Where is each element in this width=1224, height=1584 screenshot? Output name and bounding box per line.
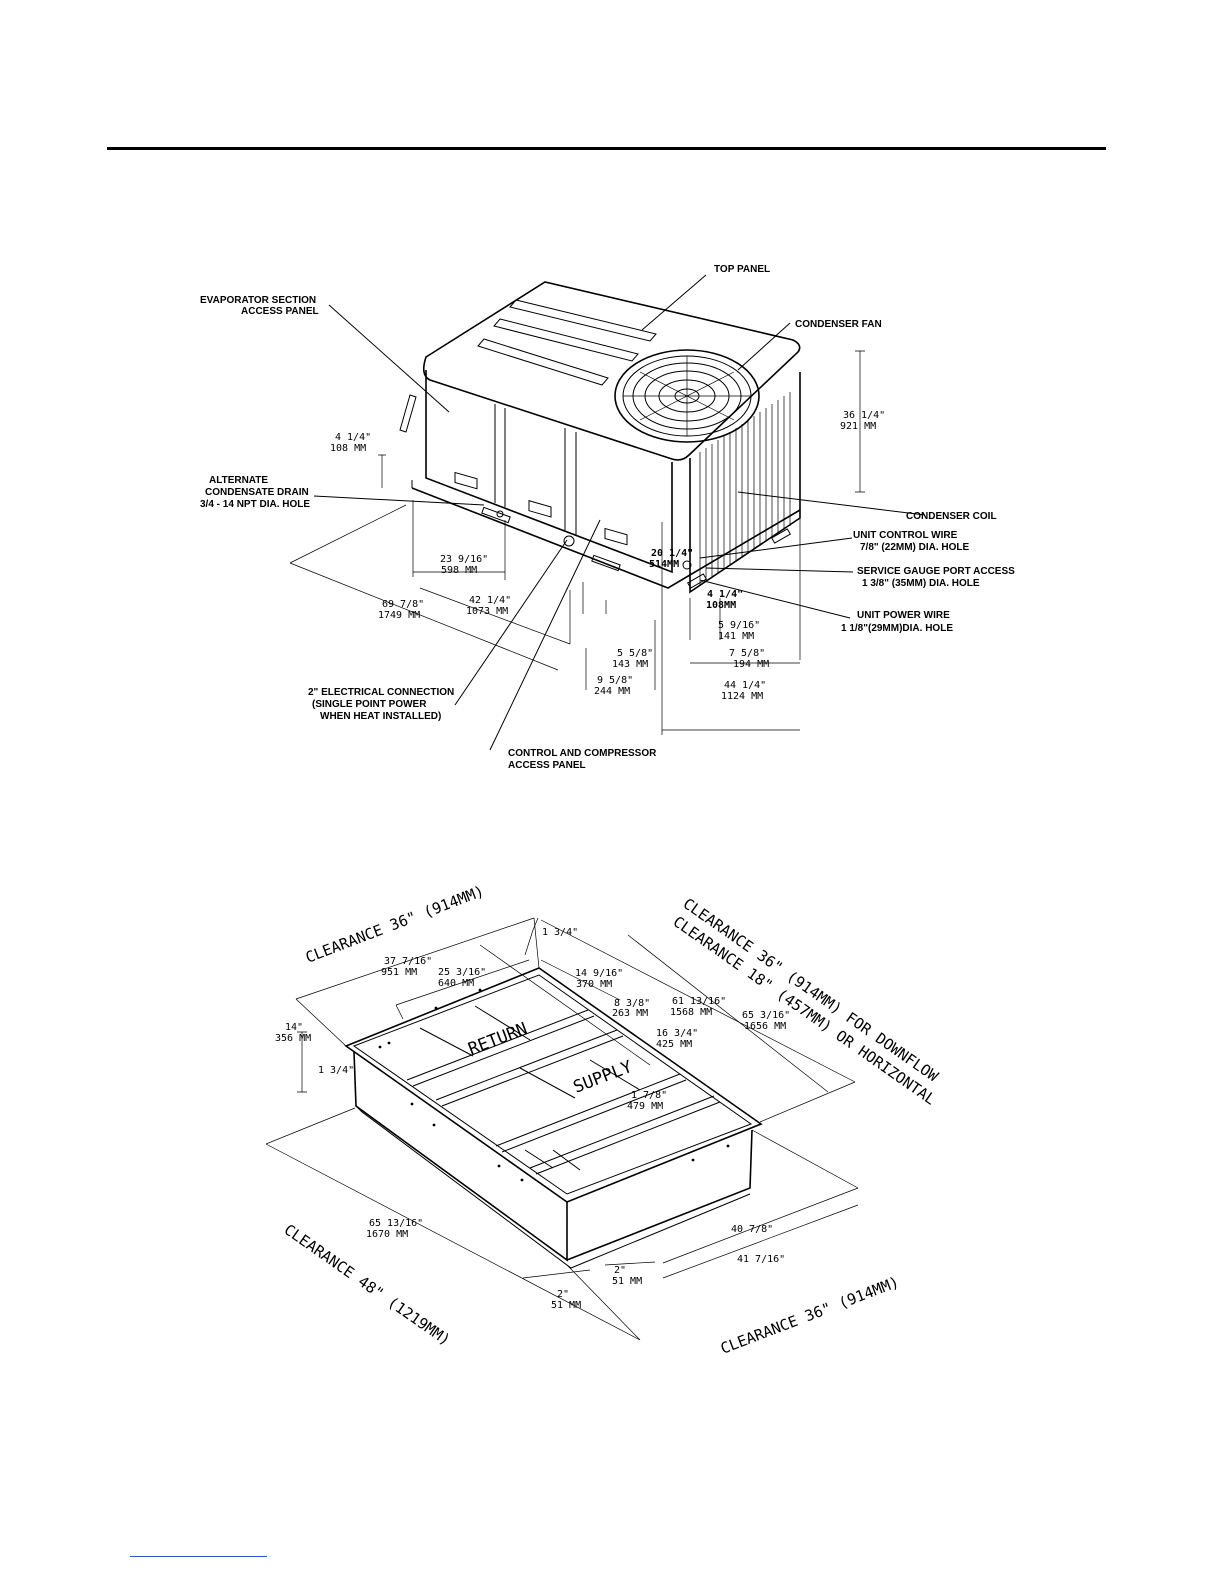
side-face	[689, 372, 801, 594]
label-power-wire-2: 1 1/8"(29MM)DIA. HOLE	[841, 623, 953, 634]
dim-23-9-16-in: 23 9/16"	[440, 554, 488, 565]
dim-514-mm: 514MM	[649, 559, 679, 570]
curb-dim-16-3-4-in: 16 3/4"	[656, 1028, 698, 1039]
label-control-wire-1: UNIT CONTROL WIRE	[853, 530, 958, 541]
curb-dim-263-mm: 263 MM	[612, 1008, 648, 1019]
curb-dim-61-13-16-in: 61 13/16"	[672, 996, 726, 1007]
curb-dim-640-mm: 640 MM	[438, 978, 474, 989]
curb-dim-25-3-16-in: 25 3/16"	[438, 967, 486, 978]
condenser-coil-fins	[699, 392, 791, 586]
curb-side-wall	[566, 1129, 753, 1261]
curb-dim-14-9-16-in: 14 9/16"	[575, 968, 623, 979]
label-electrical-3: WHEN HEAT INSTALLED)	[320, 711, 441, 722]
curb-dim-51-mm-left: 51 MM	[551, 1300, 581, 1311]
label-compressor-1: CONTROL AND COMPRESSOR	[508, 748, 657, 759]
dim-598-mm: 598 MM	[441, 565, 477, 576]
label-evaporator-1: EVAPORATOR SECTION	[200, 295, 316, 306]
dim-1073-mm: 1073 MM	[466, 606, 508, 617]
dim-108-mm-b: 108MM	[706, 600, 736, 611]
dim-141-mm: 141 MM	[718, 631, 754, 642]
header-rule	[107, 147, 1106, 150]
curb-dim-1-3-4-side: 1 3/4"	[318, 1065, 354, 1076]
unit-drawing	[399, 281, 801, 594]
label-gauge-port-2: 1 3/8" (35MM) DIA. HOLE	[862, 578, 980, 589]
footer-rule	[130, 1556, 267, 1557]
dim-7-5-8-in: 7 5/8"	[729, 648, 765, 659]
clearance-top-left: CLEARANCE 36" (914MM)	[303, 882, 487, 967]
curb-dim-370-mm: 370 MM	[576, 979, 612, 990]
label-drain-2: CONDENSATE DRAIN	[205, 487, 309, 498]
curb-dim-14-in: 14"	[285, 1022, 303, 1033]
top-vent-2	[493, 318, 639, 362]
dim-921-mm: 921 MM	[840, 421, 876, 432]
dim-194-mm: 194 MM	[733, 659, 769, 670]
front-face	[425, 370, 673, 574]
curb-dimension-lines	[265, 917, 859, 1341]
curb-dim-951-mm: 951 MM	[381, 967, 417, 978]
dim-42-1-4-in: 42 1/4"	[469, 595, 511, 606]
dim-1749-mm: 1749 MM	[378, 610, 420, 621]
label-top-panel: TOP PANEL	[714, 264, 770, 275]
label-electrical-1: 2" ELECTRICAL CONNECTION	[308, 687, 454, 698]
label-electrical-2: (SINGLE POINT POWER	[312, 699, 427, 710]
label-control-wire-2: 7/8" (22MM) DIA. HOLE	[860, 542, 970, 553]
label-drain-1: ALTERNATE	[209, 475, 268, 486]
dim-5-9-16-in: 5 9/16"	[718, 620, 760, 631]
label-evaporator-2: ACCESS PANEL	[241, 306, 319, 317]
clearance-bottom-right: CLEARANCE 36" (914MM)	[718, 1273, 902, 1358]
clearance-right-1: CLEARANCE 36" (914MM) FOR DOWNFLOW	[680, 895, 943, 1086]
dim-9-5-8-in: 9 5/8"	[597, 675, 633, 686]
curb-dim-356-mm: 356 MM	[275, 1033, 311, 1044]
label-condenser-coil: CONDENSER COIL	[906, 511, 997, 522]
curb-dim-479-mm: 479 MM	[627, 1101, 663, 1112]
label-condenser-fan: CONDENSER FAN	[795, 319, 882, 330]
curb-dim-1-7-8-in: 1 7/8"	[631, 1090, 667, 1101]
curb-dim-41-7-16-in: 41 7/16"	[737, 1254, 785, 1265]
dim-44-1-4-in: 44 1/4"	[724, 680, 766, 691]
dim-1124-mm: 1124 MM	[721, 691, 763, 702]
curb-dim-1670-mm: 1670 MM	[366, 1229, 408, 1240]
curb-drawing	[344, 967, 763, 1269]
label-supply: SUPPLY	[571, 1057, 636, 1098]
top-vent-1	[509, 299, 657, 342]
label-compressor-2: ACCESS PANEL	[508, 760, 586, 771]
label-power-wire-1: UNIT POWER WIRE	[857, 610, 950, 621]
dim-36-1-4-in: 36 1/4"	[843, 410, 885, 421]
label-gauge-port-1: SERVICE GAUGE PORT ACCESS	[857, 566, 1015, 577]
dim-5-5-8-in: 5 5/8"	[617, 648, 653, 659]
dim-69-7-8-in: 69 7/8"	[382, 599, 424, 610]
dim-143-mm: 143 MM	[612, 659, 648, 670]
curb-dim-2-in-left: 2"	[557, 1289, 569, 1300]
curb-front-wall	[353, 1051, 568, 1262]
curb-fastener-dots	[378, 988, 730, 1182]
dim-4-1-4-in-b: 4 1/4"	[707, 589, 743, 600]
curb-dim-8-3-8-in: 8 3/8"	[614, 998, 650, 1009]
label-drain-3: 3/4 - 14 NPT DIA. HOLE	[200, 499, 310, 510]
curb-dim-37-7-16-in: 37 7/16"	[384, 956, 432, 967]
curb-dim-40-7-8-in: 40 7/8"	[731, 1224, 773, 1235]
unit-dimension-diagram: TOP PANEL EVAPORATOR SECTION ACCESS PANE…	[200, 264, 1015, 771]
dimension-lines	[289, 350, 865, 735]
curb-dim-1568-mm: 1568 MM	[670, 1007, 712, 1018]
callout-leaders	[313, 274, 926, 751]
dim-244-mm: 244 MM	[594, 686, 630, 697]
curb-dim-51-mm-right: 51 MM	[612, 1276, 642, 1287]
top-vent-3	[477, 338, 609, 386]
curb-dim-1656-mm: 1656 MM	[744, 1021, 786, 1032]
curb-top-frame	[344, 967, 763, 1203]
dim-108-mm: 108 MM	[330, 443, 366, 454]
curb-dim-65-3-16-in: 65 3/16"	[742, 1010, 790, 1021]
curb-dim-65-13-16-in: 65 13/16"	[369, 1218, 423, 1229]
condenser-fan-drawing	[614, 349, 760, 443]
dim-20-1-4-in: 20 1/4"	[651, 548, 693, 559]
curb-dim-1-3-4-top: 1 3/4"	[542, 927, 578, 938]
dim-4-1-4-in: 4 1/4"	[335, 432, 371, 443]
base-rail	[411, 487, 801, 589]
curb-dim-2-in-right: 2"	[614, 1265, 626, 1276]
curb-dim-425-mm: 425 MM	[656, 1039, 692, 1050]
top-panel-outline	[422, 281, 801, 461]
